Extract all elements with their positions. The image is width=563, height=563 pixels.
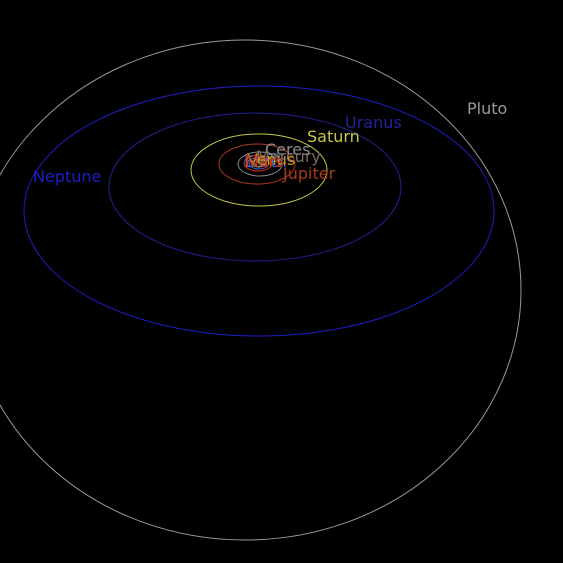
neptune-label: Neptune [33,167,101,186]
venus-label: Venus [247,150,295,169]
saturn-orbit [190,133,328,207]
mercury-label: Mercury [256,147,321,166]
neptune-orbit [23,85,495,337]
earth-label: Earth [244,152,287,171]
uranus-label: Uranus [345,113,402,132]
ceres-orbit [237,151,283,177]
pluto-label: Pluto [467,99,507,118]
earth-orbit [248,156,270,170]
pluto-orbit [0,39,522,541]
venus-orbit [251,158,267,168]
jupiter-orbit [218,143,296,185]
mercury-orbit [253,159,265,167]
mars-label: Mars [245,152,284,171]
jupiter-label: Jupiter [282,164,336,183]
saturn-label: Saturn [307,127,360,146]
mars-orbit [243,154,273,172]
uranus-orbit [108,112,402,262]
ceres-label: Ceres [265,140,310,159]
